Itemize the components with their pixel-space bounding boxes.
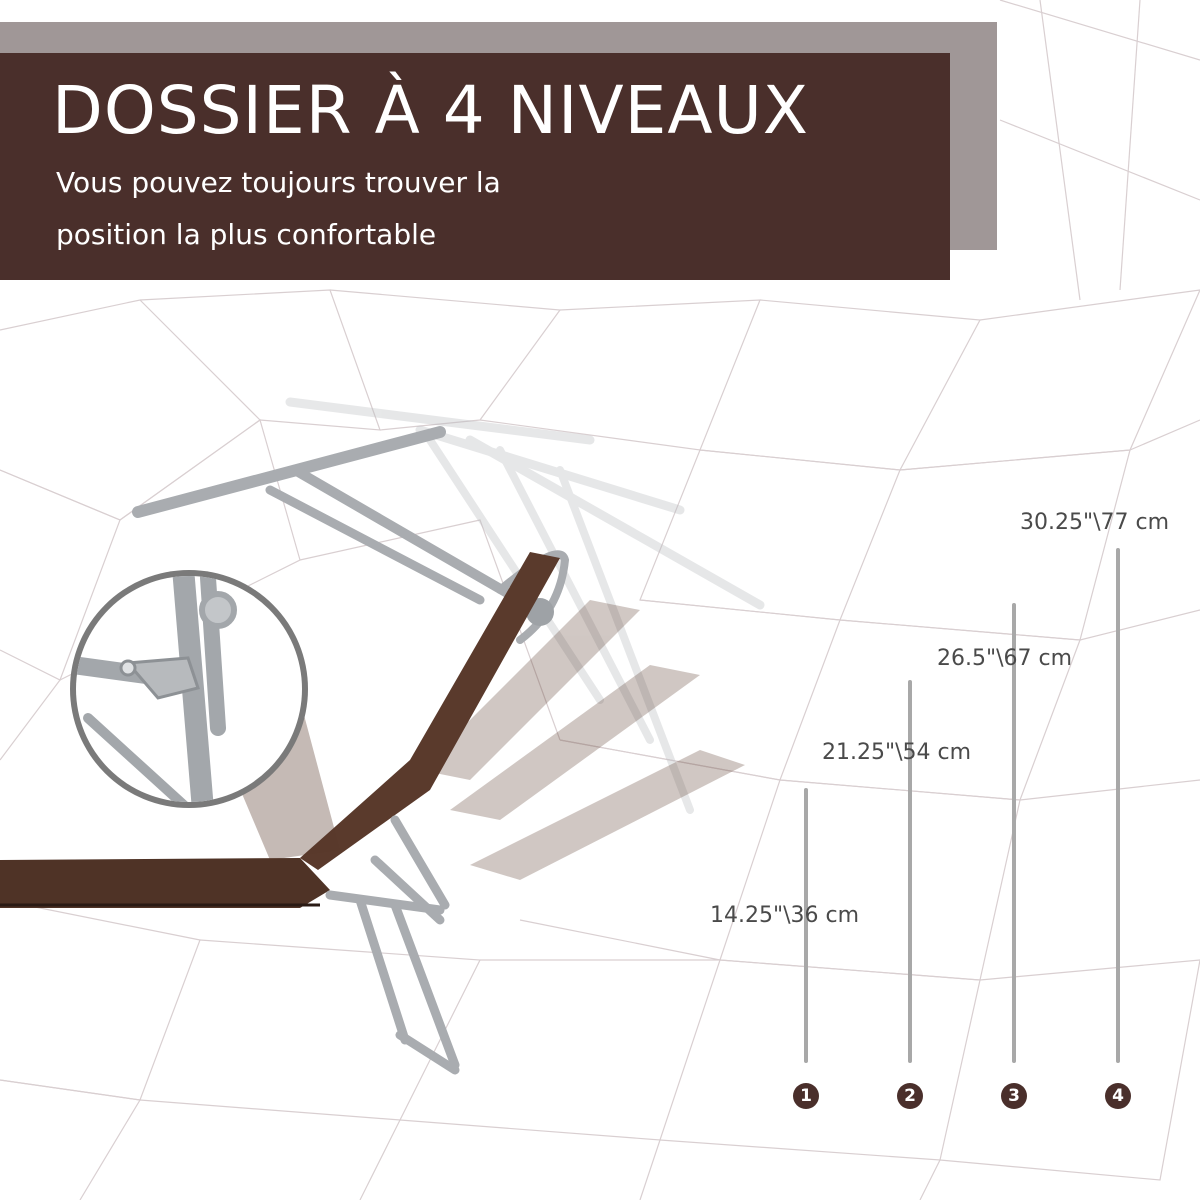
height-label-2: 21.25"\54 cm	[822, 740, 972, 765]
height-label-1: 14.25"\36 cm	[710, 903, 860, 928]
ghost-fabric-positions	[420, 600, 745, 880]
banner-subtitle-line1: Vous pouvez toujours trouver la	[56, 166, 501, 199]
measure-line-4	[1116, 548, 1120, 1063]
level-badge-4: 4	[1105, 1083, 1131, 1109]
top-bar	[132, 426, 446, 518]
banner-title: DOSSIER À 4 NIVEAUX	[52, 72, 810, 149]
backrest-fabric	[300, 552, 560, 870]
measure-line-3	[1012, 603, 1016, 1063]
banner	[0, 53, 950, 280]
measure-line-1	[804, 788, 808, 1063]
level-badge-3: 3	[1001, 1083, 1027, 1109]
level-badge-1: 1	[793, 1083, 819, 1109]
support-arm-2	[265, 485, 485, 605]
hinge-zoom-detail	[70, 570, 308, 808]
measure-line-2	[908, 680, 912, 1063]
height-label-4: 30.25"\77 cm	[1020, 510, 1170, 535]
seat-fabric	[0, 858, 330, 908]
height-label-3: 26.5"\67 cm	[937, 646, 1073, 671]
ghost-backrest-positions	[285, 397, 765, 814]
banner-subtitle-line2: position la plus confortable	[56, 218, 437, 251]
level-badge-2: 2	[897, 1083, 923, 1109]
lounger-illustration	[0, 397, 765, 1075]
